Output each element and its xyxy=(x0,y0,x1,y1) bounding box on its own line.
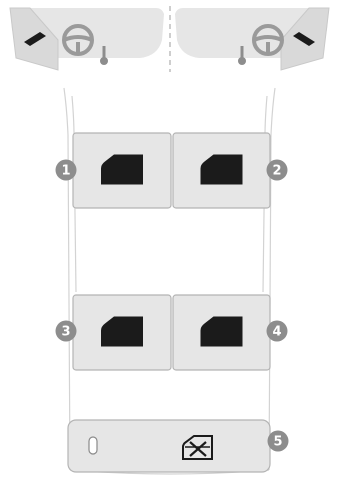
number-badge: 4 xyxy=(266,320,288,342)
number-badge: 5 xyxy=(267,430,289,452)
switch-panel-group: 1 2 3 4 5 xyxy=(55,132,289,473)
right-hand-drive-view xyxy=(175,7,330,71)
status-led-icon xyxy=(88,436,98,455)
number-badge: 2 xyxy=(266,159,288,181)
badge-number: 4 xyxy=(272,325,281,340)
left-steering-wheel-icon xyxy=(62,24,94,56)
window-switch-4: 4 xyxy=(172,294,288,371)
window-switch-icon xyxy=(101,154,143,185)
window-switch-5: 5 xyxy=(67,419,289,473)
window-switch-3: 3 xyxy=(55,294,172,371)
right-steering-wheel-icon xyxy=(252,24,284,56)
window-switch-1: 1 xyxy=(55,132,172,209)
badge-number: 3 xyxy=(61,325,70,340)
window-switch-icon xyxy=(200,316,243,347)
child-lock-icon xyxy=(182,435,213,460)
window-switch-2: 2 xyxy=(172,132,288,209)
left-door-icon xyxy=(24,32,46,46)
window-switch-icon xyxy=(200,154,243,185)
left-mirror-icon xyxy=(100,46,108,65)
right-door-icon xyxy=(293,32,315,46)
left-hand-drive-view xyxy=(9,7,164,71)
badge-number: 1 xyxy=(61,164,70,179)
number-badge: 1 xyxy=(55,159,77,181)
window-switch-icon xyxy=(101,316,143,347)
number-badge: 3 xyxy=(55,320,77,342)
badge-number: 5 xyxy=(273,435,282,450)
right-mirror-icon xyxy=(238,46,246,65)
badge-number: 2 xyxy=(272,164,281,179)
switch-panel xyxy=(67,419,271,473)
